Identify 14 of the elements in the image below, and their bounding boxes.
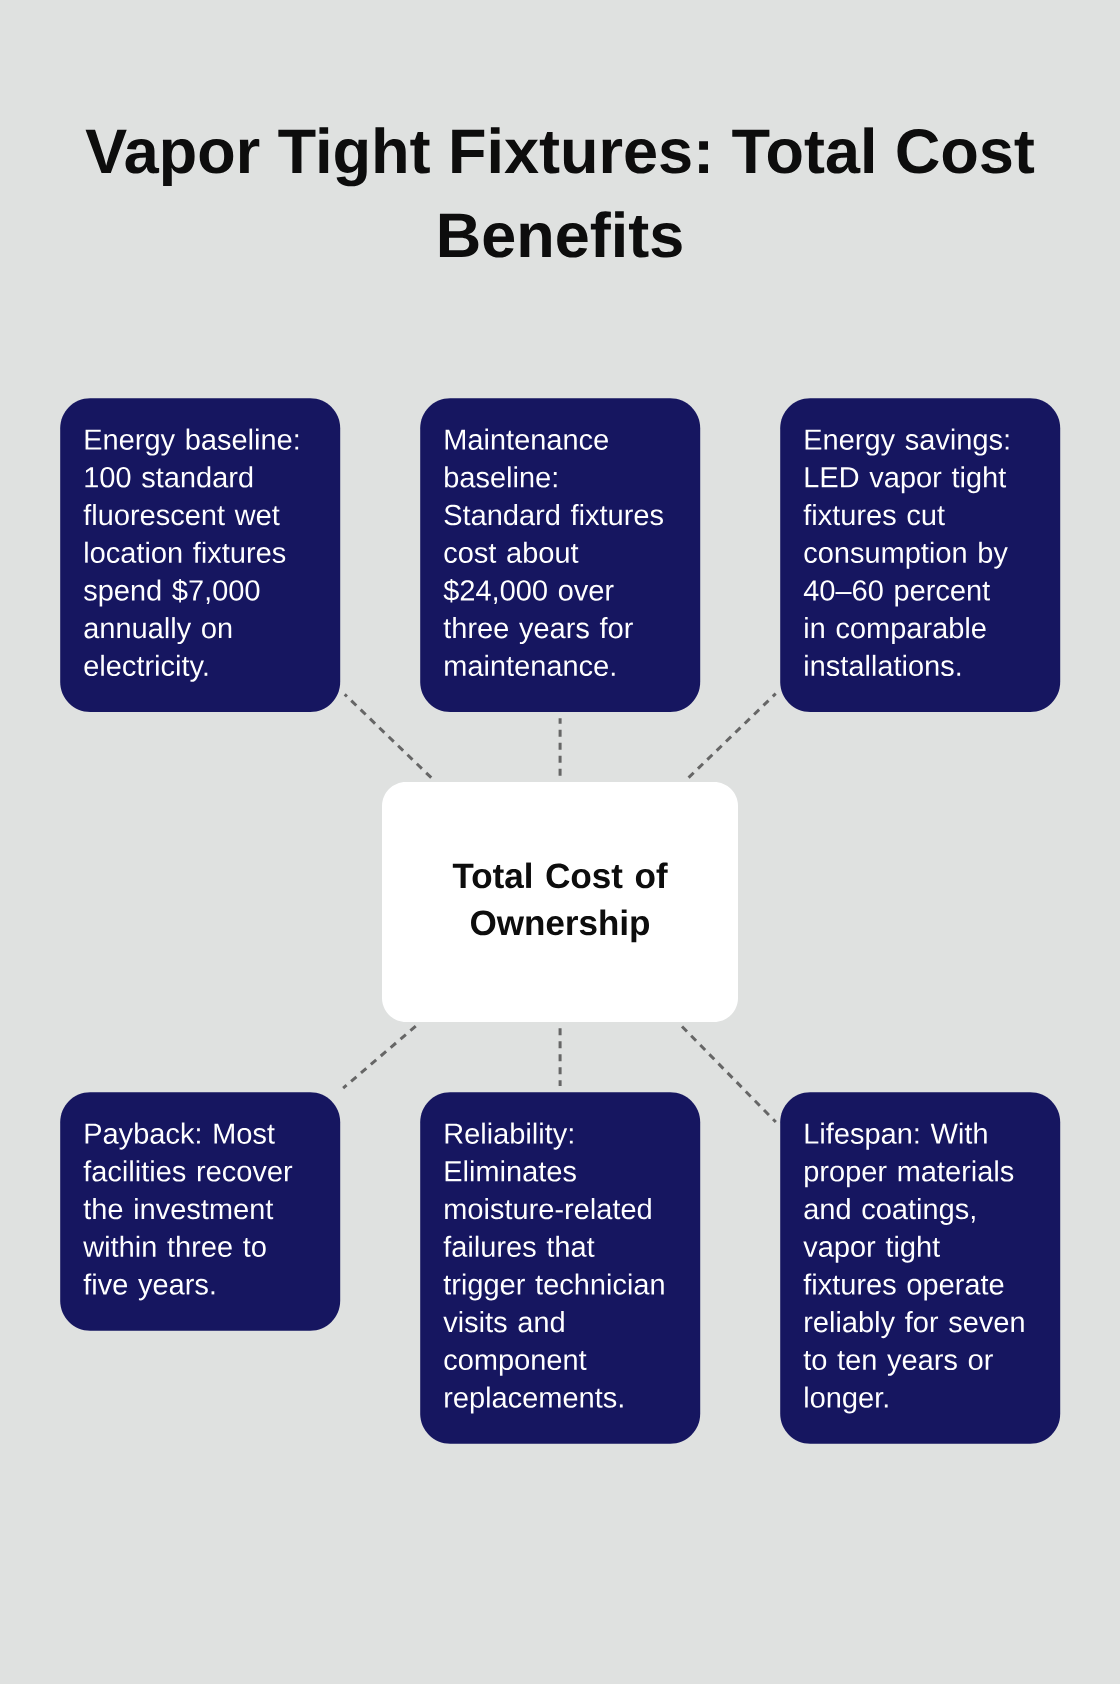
info-box: Lifespan: With proper materials and coatings, vapor tight fixtures operate reliably for seven to ten years or longer. xyxy=(780,1092,1061,1444)
connector-line xyxy=(680,1025,777,1124)
info-box: Reliability: Eliminates moisture-related failures that trigger technician visits and component replacements. xyxy=(420,1092,701,1444)
center-box: Total Cost of Ownership xyxy=(382,782,738,1022)
connector-line xyxy=(343,693,433,779)
info-box: Energy baseline: 100 standard fluorescent wet location fixtures spend $7,000 annually on electricity. xyxy=(60,398,341,713)
info-box: Energy savings: LED vapor tight fixtures cut consumption by 40–60 percent in comparable installations. xyxy=(780,398,1061,713)
connector-line xyxy=(342,1024,417,1090)
connector-line xyxy=(558,718,562,776)
connector-line xyxy=(558,1028,562,1086)
info-box: Payback: Most facilities recover the investment within three to five years. xyxy=(60,1092,341,1331)
info-box: Maintenance baseline: Standard fixtures cost about $24,000 over three years for maintenance. xyxy=(420,398,701,713)
connector-line xyxy=(687,692,777,779)
title: Vapor Tight Fixtures: Total Cost Benefits xyxy=(85,127,1035,258)
